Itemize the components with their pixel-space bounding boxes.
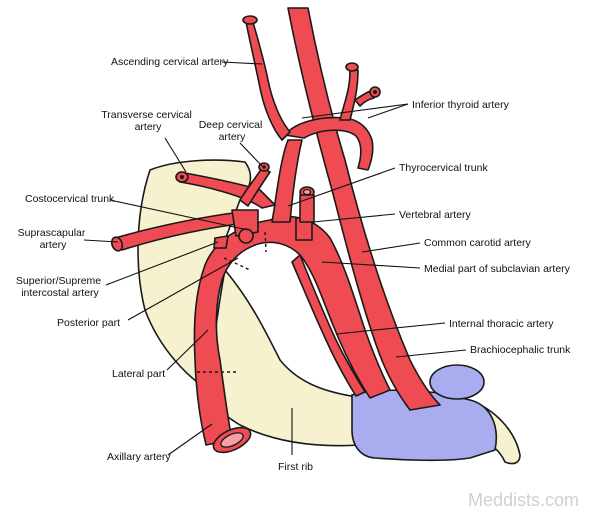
superior-intercostal-artery [213,235,229,249]
label-first-rib: First rib [278,461,313,473]
label-brachiocephalic: Brachiocephalic trunk [470,344,571,356]
label-transverse-cervical: Transverse cervical artery [101,109,195,133]
watermark: Meddists.com [468,490,579,510]
label-thyrocervical: Thyrocervical trunk [399,162,488,174]
sternum-cartilage [429,364,485,400]
label-lateral-part: Lateral part [112,368,165,380]
label-inferior-thyroid: Inferior thyroid artery [412,99,510,111]
inferior-thyroid-artery [284,116,374,171]
subclavian-arch [193,215,391,446]
part-boundary-2 [223,257,251,271]
label-ascending-cervical: Ascending cervical artery [111,56,229,68]
common-carotid-artery [287,7,441,411]
label-medial-part: Medial part of subclavian artery [424,263,571,275]
label-axillary: Axillary artery [107,451,171,463]
label-internal-thoracic: Internal thoracic artery [449,318,554,330]
label-suprascapular: Suprascapular artery [18,227,89,251]
leader-lines [83,61,467,456]
thyrocervical-trunk [271,139,303,223]
ascending-cervical-artery [245,21,291,141]
label-vertebral: Vertebral artery [399,209,472,221]
internal-thoracic-artery [291,254,366,397]
label-posterior-part: Posterior part [57,317,120,329]
label-costocervical: Costocervical trunk [25,193,115,205]
label-superior-intercostal: Superior/Supreme intercostal artery [16,275,104,299]
deep-cervical-artery [239,167,271,207]
label-deep-cervical: Deep cervical artery [199,119,266,143]
label-common-carotid: Common carotid artery [424,237,532,249]
